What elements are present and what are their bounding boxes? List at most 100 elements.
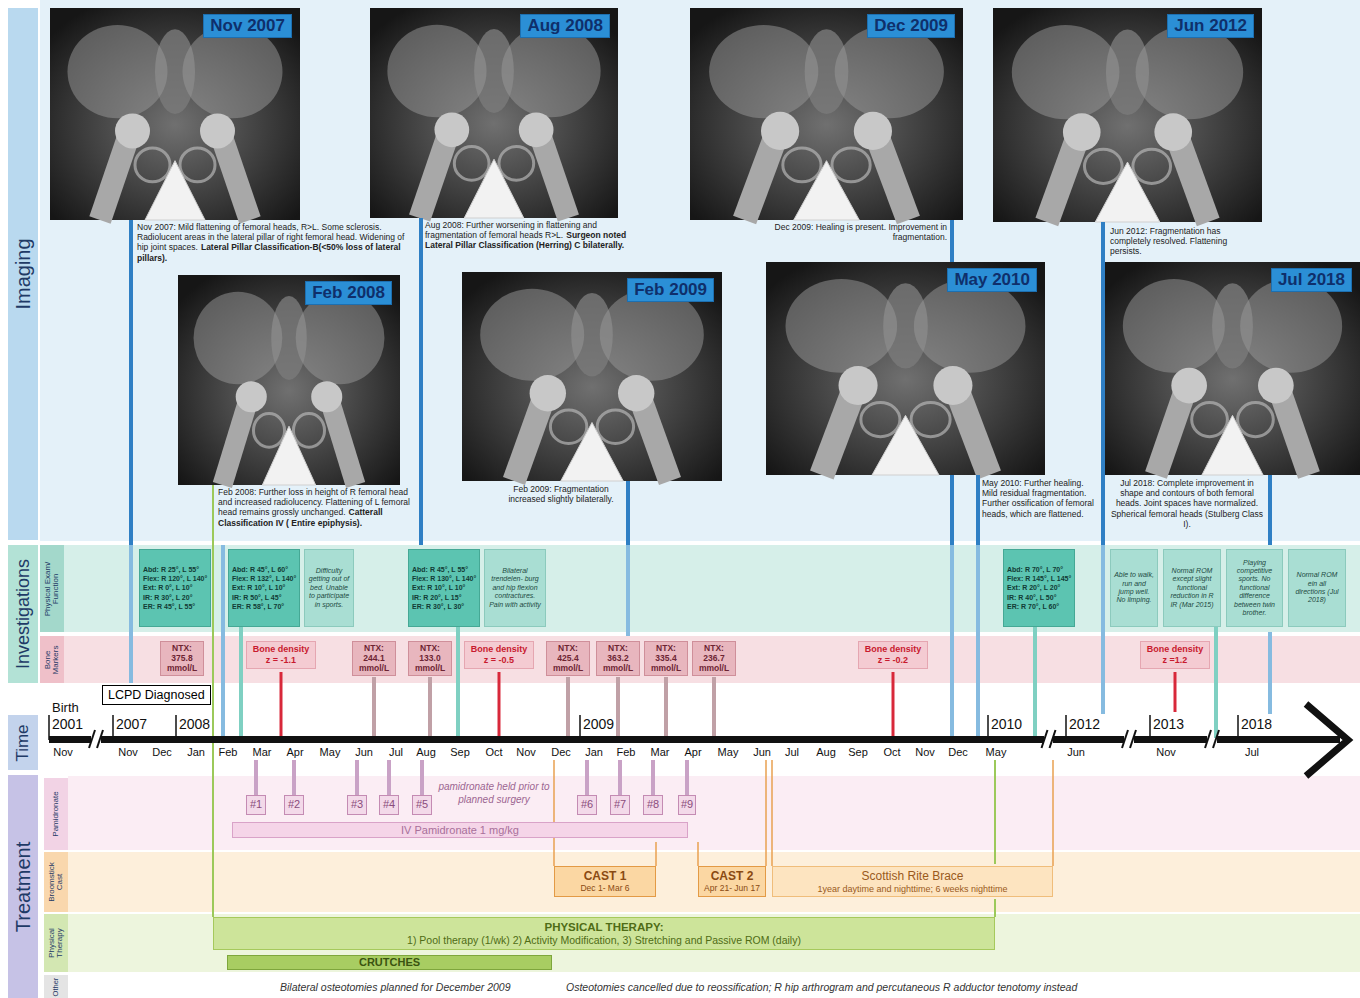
iliac-wing (68, 25, 168, 118)
obturator-ring (1084, 149, 1122, 183)
xray-illustration (690, 8, 963, 220)
gonad-shield (872, 415, 939, 475)
node-text: #5 (413, 796, 431, 813)
break-mark (1042, 730, 1048, 748)
xray-image: Feb 2008 (178, 275, 400, 485)
label-text: Oct (883, 746, 900, 758)
function-note: Playing competitive sports. No functiona… (1226, 549, 1283, 627)
node-text: Ext: R 20°, L 20° (1007, 583, 1071, 592)
label-text: Mar (253, 746, 272, 758)
date-tag: May 2010 (947, 268, 1037, 292)
section-label: Time (8, 715, 38, 770)
leader-line (129, 220, 133, 545)
bone-density-marker: Bone density z = -0.2 (858, 641, 928, 669)
break-mark (1130, 730, 1136, 748)
femoral-head (311, 381, 342, 412)
label-text: Sep (848, 746, 868, 758)
leader-line (626, 481, 630, 545)
label-text: Dec (948, 746, 968, 758)
brace-bar: Scottish Rite Brace1year daytime and nig… (772, 866, 1053, 897)
node-text: CAST 2 (699, 869, 765, 883)
label-text: May 2010: Further healing. Mild residual… (982, 478, 1094, 519)
femoral-head (236, 381, 267, 412)
node-text: ER: R 58°, L 70° (232, 602, 296, 611)
node-text: 1) Pool therapy (1/wk) 2) Activity Modif… (214, 934, 994, 947)
femur-shaft (1156, 394, 1184, 475)
node-text: Time (14, 717, 32, 768)
obturator-ring (783, 148, 821, 182)
node-text: IR: R 40°, L 50° (1007, 593, 1071, 602)
node-text: Bone density z = -1.1 (250, 644, 312, 666)
timeline-label: Sep (450, 746, 470, 758)
iliac-wing (1240, 279, 1342, 373)
xray-image: Nov 2007 (50, 8, 300, 220)
label-text: Apr (286, 746, 303, 758)
timeline-label: May (718, 746, 739, 758)
label-text: 2018 (1241, 716, 1272, 732)
obturator-ring (832, 148, 870, 182)
timeline-label: 2008 (179, 716, 210, 732)
obturator-ring (597, 410, 633, 443)
leader-line (1174, 672, 1177, 712)
image-caption: Aug 2008: Further worsening in flattenin… (425, 220, 630, 251)
dose-marker: #7 (610, 795, 630, 815)
label-text: Mar (651, 746, 670, 758)
ntx-marker: NTX: 335.4 mmol/L (644, 641, 688, 676)
leader-line (771, 760, 773, 866)
femur-shaft (878, 139, 908, 220)
iliac-wing (835, 25, 944, 118)
label-text: Dec (152, 746, 172, 758)
xray-illustration (178, 275, 400, 485)
leader-line (1268, 475, 1272, 545)
timeline-label: Apr (684, 746, 701, 758)
timeline-label: Nov (118, 746, 138, 758)
iliac-wing (480, 289, 584, 381)
timeline-label: Jul (785, 746, 799, 758)
xray-illustration (993, 8, 1262, 222)
label-text: May (718, 746, 739, 758)
bone-density-marker: Bone density z = -1.1 (246, 641, 316, 669)
break-mark (97, 730, 103, 748)
node-text: Ext: R 0°, L 10° (143, 583, 207, 592)
label-text: May (320, 746, 341, 758)
xray-film (50, 8, 300, 220)
band-ground (68, 776, 1360, 850)
ntx-marker: NTX: 236.7 mmol/L (692, 641, 736, 676)
xray-illustration (1105, 262, 1360, 475)
leader-line (1101, 545, 1105, 714)
leader-line (221, 545, 225, 738)
node-text: NTX: 375.8 mmol/L (164, 644, 200, 673)
node-text: Bilateral trendelen- burg and hip flexio… (488, 567, 542, 609)
obturator-ring (1238, 403, 1274, 437)
leader-line (976, 475, 980, 545)
timeline-label: Jun (1067, 746, 1085, 758)
leader-line (1101, 222, 1105, 545)
femur-shaft (100, 139, 128, 220)
gonad-shield (1095, 162, 1160, 222)
femur-shaft (222, 405, 246, 485)
node-text: IR: R 50°, L 45° (232, 593, 296, 602)
node-text: IR: R 20°, L 15° (412, 593, 476, 602)
femur-shaft (822, 394, 853, 475)
node-text: CAST 1 (555, 869, 655, 883)
leader-line (1033, 627, 1037, 738)
xray-image: Aug 2008 (370, 8, 618, 218)
iliac-wing (501, 25, 600, 117)
femoral-head (761, 112, 799, 150)
node-text: Normal ROM ein all directions (Jul 2018) (1292, 571, 1342, 605)
ntx-marker: NTX: 375.8 mmol/L (160, 641, 204, 676)
timeline-bar (1134, 736, 1207, 743)
label-text: 2007 (116, 716, 147, 732)
label-text: Jul (389, 746, 403, 758)
leader-line (892, 672, 895, 738)
cast-bar: CAST 2Apr 21- Jun 17 (698, 866, 766, 897)
femoral-head (1154, 113, 1192, 151)
break-mark (1205, 730, 1211, 748)
timeline-label: Apr (286, 746, 303, 758)
xray-image: Jun 2012 (993, 8, 1262, 222)
xray-illustration (50, 8, 300, 220)
node-text: Physical Exam/ Function (44, 547, 61, 630)
label-text: Nov (1156, 746, 1176, 758)
timeline-label: Jul (1245, 746, 1259, 758)
label-text: Nov (118, 746, 138, 758)
